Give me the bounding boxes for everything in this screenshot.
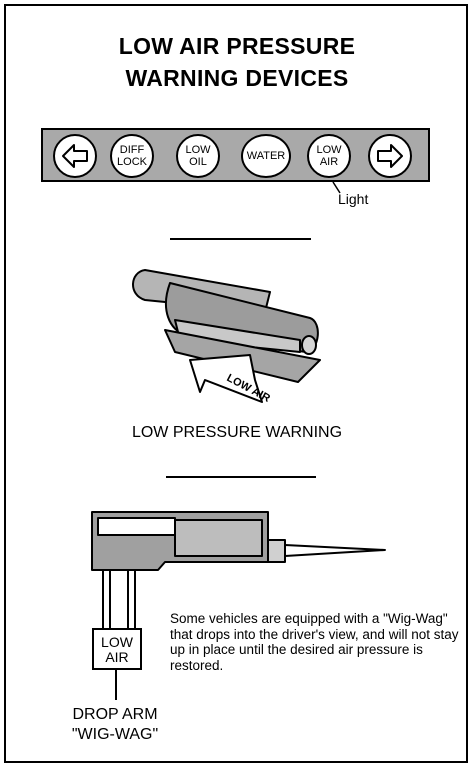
water-line1: WATER [246,150,286,162]
low-pressure-device [132,269,321,403]
drop-arm-caption-line1: DROP ARM [72,706,158,723]
wigwag-tag: LOW AIR [92,628,142,670]
diff-lock-line1: DIFF [119,144,145,156]
light-label: Light [338,191,369,207]
arrow-left-icon [53,134,97,178]
low-oil-line1: LOW [185,144,211,156]
separator-line-1 [170,238,311,240]
wigwag-description: Some vehicles are equipped with a "Wig-W… [170,611,459,673]
page-frame [4,4,468,763]
low-oil-line2: OIL [189,156,207,168]
title-line-2: WARNING DEVICES [125,65,349,91]
wigwag-device [91,511,386,700]
low-air-line1: LOW [316,144,342,156]
wigwag-tag-line2: AIR [105,649,129,665]
low-air-line2: AIR [319,156,339,168]
arrow-right-icon [368,134,412,178]
diff-lock-line2: LOCK [117,156,147,168]
water-light: WATER [241,134,291,178]
wigwag-tag-line1: LOW [101,634,133,650]
low-pressure-caption: LOW PRESSURE WARNING [131,424,343,441]
title-line-1: LOW AIR PRESSURE [118,33,356,59]
drop-arm-caption-line2: "WIG-WAG" [71,726,159,743]
light-leader-line [332,181,341,194]
separator-line-2 [166,476,316,478]
